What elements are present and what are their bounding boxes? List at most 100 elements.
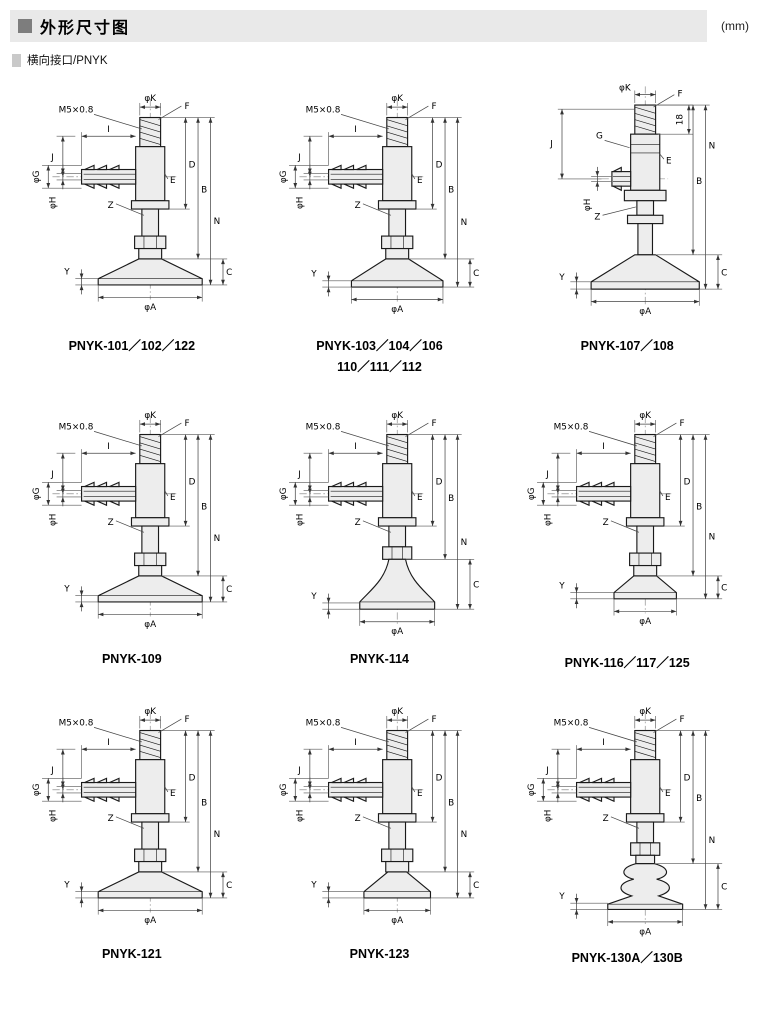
page-header: 外形尺寸图 (mm): [10, 10, 749, 42]
svg-text:D: D: [436, 160, 443, 170]
svg-text:F: F: [680, 419, 685, 429]
svg-text:φA: φA: [144, 303, 156, 313]
figure-caption-line2: 110／111／112: [337, 359, 422, 374]
svg-text:M5×0.8: M5×0.8: [306, 105, 341, 115]
svg-text:C: C: [474, 580, 480, 590]
svg-text:φA: φA: [144, 916, 156, 926]
svg-text:φA: φA: [392, 916, 404, 926]
figure-caption: PNYK-109: [101, 651, 162, 666]
svg-text:φH: φH: [583, 199, 593, 211]
svg-text:φH: φH: [296, 513, 306, 525]
svg-text:φG: φG: [32, 170, 42, 183]
svg-text:D: D: [436, 477, 443, 487]
svg-text:φK: φK: [144, 706, 156, 716]
svg-text:Z: Z: [594, 212, 600, 222]
svg-text:M5×0.8: M5×0.8: [59, 105, 94, 115]
figure-caption: PNYK-116／117／125: [564, 655, 690, 670]
figure-caption: PNYK-101／102／122: [68, 338, 196, 353]
svg-text:φA: φA: [639, 307, 651, 317]
svg-text:F: F: [432, 419, 437, 429]
svg-text:φK: φK: [619, 83, 631, 93]
svg-text:Y: Y: [558, 892, 565, 902]
svg-text:B: B: [201, 502, 207, 512]
svg-text:J: J: [50, 766, 54, 776]
svg-text:F: F: [184, 102, 189, 112]
svg-text:B: B: [696, 502, 702, 512]
svg-text:N: N: [461, 830, 468, 840]
svg-text:Y: Y: [63, 268, 70, 278]
svg-text:Y: Y: [558, 273, 565, 283]
svg-text:φK: φK: [640, 411, 652, 421]
svg-text:N: N: [461, 218, 468, 228]
svg-text:J: J: [298, 766, 302, 776]
svg-text:18: 18: [676, 114, 686, 126]
subsection-header: 横向接口/PNYK: [12, 52, 749, 68]
svg-text:J: J: [298, 470, 302, 480]
figure-caption: PNYK-123: [349, 947, 410, 962]
figure-caption: PNYK-121: [101, 947, 162, 962]
svg-text:M5×0.8: M5×0.8: [554, 718, 589, 728]
svg-text:φK: φK: [392, 706, 404, 716]
svg-text:N: N: [213, 217, 220, 227]
svg-text:φG: φG: [279, 487, 289, 500]
svg-text:N: N: [709, 142, 716, 152]
svg-text:Z: Z: [603, 814, 609, 824]
svg-text:E: E: [665, 493, 671, 503]
svg-text:E: E: [417, 789, 423, 799]
svg-text:φK: φK: [392, 94, 404, 104]
svg-text:D: D: [189, 773, 196, 783]
svg-text:φA: φA: [639, 927, 651, 937]
svg-text:φG: φG: [32, 487, 42, 500]
svg-text:E: E: [665, 789, 671, 799]
svg-text:J: J: [50, 153, 54, 163]
svg-text:J: J: [50, 470, 54, 480]
svg-text:N: N: [709, 835, 716, 845]
svg-text:D: D: [684, 477, 691, 487]
svg-text:J: J: [298, 153, 302, 163]
svg-text:φK: φK: [392, 411, 404, 421]
svg-text:φK: φK: [144, 94, 156, 104]
svg-text:B: B: [449, 185, 455, 195]
svg-text:B: B: [449, 798, 455, 808]
svg-text:M5×0.8: M5×0.8: [59, 718, 94, 728]
svg-text:φA: φA: [392, 627, 404, 637]
svg-text:J: J: [549, 140, 553, 150]
svg-text:B: B: [201, 798, 207, 808]
svg-text:C: C: [226, 585, 232, 595]
svg-text:M5×0.8: M5×0.8: [306, 422, 341, 432]
svg-text:C: C: [721, 882, 727, 892]
svg-text:I: I: [602, 442, 605, 452]
svg-text:C: C: [226, 268, 232, 278]
svg-text:B: B: [201, 185, 207, 195]
svg-text:Y: Y: [63, 584, 70, 594]
svg-text:φG: φG: [527, 783, 537, 796]
svg-text:φK: φK: [640, 706, 652, 716]
subsection-marker-icon: [12, 53, 21, 67]
svg-text:D: D: [684, 773, 691, 783]
svg-text:φA: φA: [639, 617, 651, 627]
svg-text:F: F: [680, 715, 685, 725]
svg-text:I: I: [107, 738, 110, 748]
svg-text:F: F: [432, 715, 437, 725]
svg-text:φG: φG: [279, 783, 289, 796]
svg-text:φH: φH: [48, 197, 58, 209]
svg-text:φH: φH: [544, 513, 554, 525]
svg-text:φH: φH: [296, 809, 306, 821]
figure-caption: PNYK-103／104／106: [316, 338, 443, 353]
svg-text:D: D: [436, 773, 443, 783]
svg-text:Z: Z: [355, 814, 361, 824]
svg-text:E: E: [417, 493, 423, 503]
svg-text:I: I: [602, 738, 605, 748]
figure-caption: PNYK-130A／130B: [571, 951, 683, 966]
svg-text:E: E: [170, 493, 176, 503]
svg-text:C: C: [474, 881, 480, 891]
svg-text:C: C: [226, 881, 232, 891]
